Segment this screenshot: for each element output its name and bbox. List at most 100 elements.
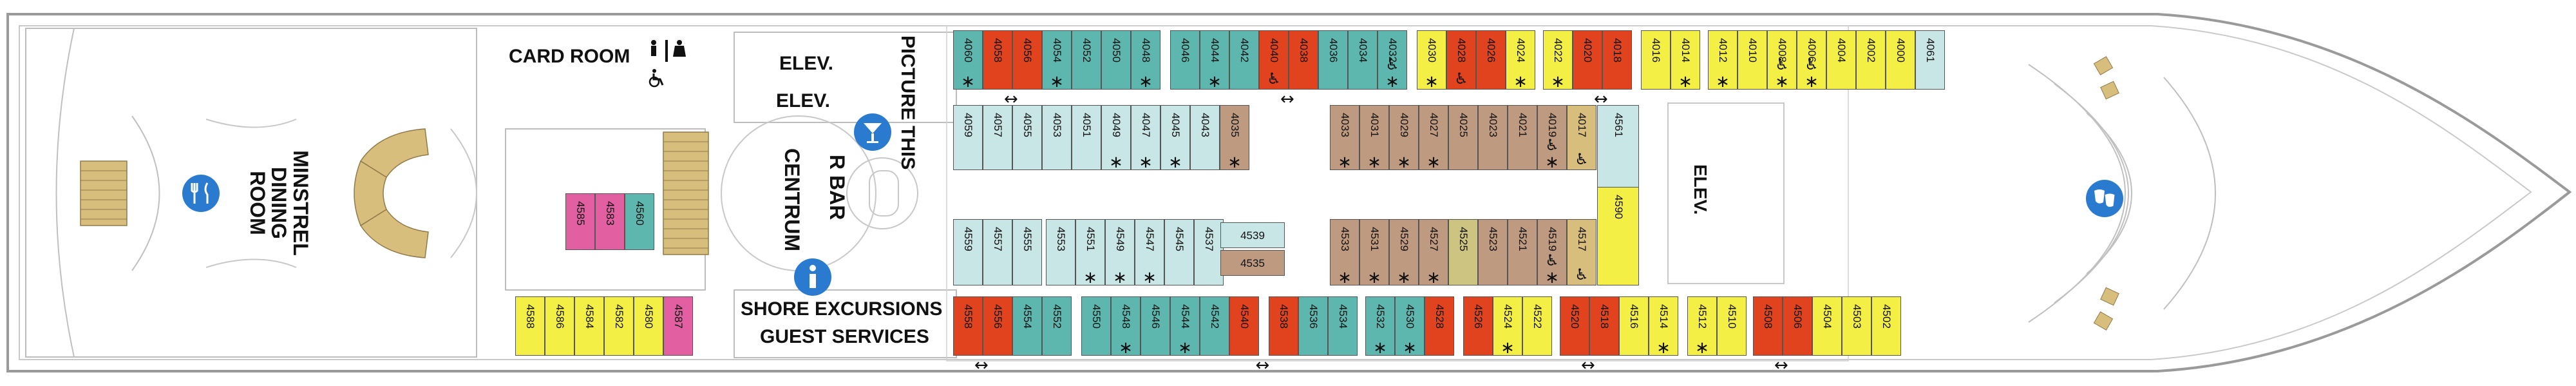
- cabin-4024[interactable]: 4024∗: [1506, 30, 1535, 90]
- cabin-4043[interactable]: 4043: [1190, 105, 1220, 170]
- cabin-4582[interactable]: 4582: [604, 296, 634, 356]
- cabin-4012[interactable]: 4012∗: [1708, 30, 1738, 90]
- cabin-4552[interactable]: 4552: [1042, 296, 1072, 356]
- cabin-4539[interactable]: 4539: [1220, 222, 1285, 248]
- cabin-4023[interactable]: 4023: [1478, 105, 1508, 170]
- cabin-4584[interactable]: 4584: [574, 296, 604, 356]
- cabin-4529[interactable]: 4529∗: [1389, 219, 1419, 286]
- cabin-4588[interactable]: 4588: [515, 296, 545, 356]
- cabin-4508[interactable]: 4508: [1753, 296, 1783, 356]
- cabin-4547[interactable]: 4547∗: [1135, 219, 1164, 286]
- cabin-4022[interactable]: 4022∗: [1543, 30, 1573, 90]
- cabin-4030[interactable]: 4030∗: [1417, 30, 1446, 90]
- cabin-4054[interactable]: 4054∗: [1042, 30, 1072, 90]
- cabin-4038[interactable]: 4038: [1289, 30, 1318, 90]
- cabin-4586[interactable]: 4586: [545, 296, 574, 356]
- cabin-4048[interactable]: 4048∗: [1131, 30, 1160, 90]
- cabin-4538[interactable]: 4538: [1269, 296, 1298, 356]
- cabin-4002[interactable]: 4002: [1856, 30, 1886, 90]
- cabin-4016[interactable]: 4016: [1641, 30, 1671, 90]
- cabin-4585[interactable]: 4585: [565, 193, 595, 250]
- cabin-4526[interactable]: 4526: [1463, 296, 1493, 356]
- cabin-4514[interactable]: 4514∗: [1649, 296, 1678, 356]
- cabin-4530[interactable]: 4530∗: [1395, 296, 1425, 356]
- cabin-4061[interactable]: 4061: [1915, 30, 1945, 90]
- cabin-4520[interactable]: 4520: [1560, 296, 1589, 356]
- cabin-4027[interactable]: 4027∗: [1419, 105, 1448, 171]
- cabin-4549[interactable]: 4549∗: [1105, 219, 1135, 286]
- cabin-4000[interactable]: 4000: [1886, 30, 1915, 90]
- cabin-4025[interactable]: 4025: [1448, 105, 1478, 170]
- cabin-4557[interactable]: 4557: [983, 219, 1012, 285]
- cabin-4502[interactable]: 4502: [1871, 296, 1901, 356]
- cabin-4512[interactable]: 4512∗: [1687, 296, 1717, 356]
- cabin-4051[interactable]: 4051: [1072, 105, 1101, 170]
- cabin-4056[interactable]: 4056: [1012, 30, 1042, 90]
- cabin-4558[interactable]: 4558: [953, 296, 983, 356]
- cabin-4018[interactable]: 4018: [1602, 30, 1632, 90]
- cabin-4551[interactable]: 4551∗: [1075, 219, 1105, 286]
- cabin-4531[interactable]: 4531∗: [1359, 219, 1389, 286]
- cabin-4521[interactable]: 4521: [1508, 219, 1537, 285]
- cabin-4055[interactable]: 4055: [1012, 105, 1042, 170]
- cabin-4504[interactable]: 4504: [1812, 296, 1842, 356]
- cabin-4034[interactable]: 4034: [1348, 30, 1378, 90]
- cabin-4004[interactable]: 4004: [1826, 30, 1856, 90]
- cabin-4580[interactable]: 4580: [634, 296, 663, 356]
- cabin-4019[interactable]: 4019∗♿: [1537, 105, 1567, 171]
- cabin-4590[interactable]: 4590: [1597, 187, 1639, 285]
- cabin-4047[interactable]: 4047∗: [1131, 105, 1160, 171]
- cabin-4542[interactable]: 4542: [1200, 296, 1229, 356]
- cabin-4014[interactable]: 4014∗: [1671, 30, 1700, 90]
- cabin-4516[interactable]: 4516: [1619, 296, 1649, 356]
- cabin-4533[interactable]: 4533∗: [1330, 219, 1359, 286]
- cabin-4535[interactable]: 4535: [1220, 250, 1285, 276]
- cabin-4556[interactable]: 4556: [983, 296, 1012, 356]
- cabin-4046[interactable]: 4046: [1170, 30, 1200, 90]
- cabin-4020[interactable]: 4020: [1573, 30, 1602, 90]
- cabin-4017[interactable]: 4017♿: [1567, 105, 1596, 170]
- cabin-4527[interactable]: 4527∗: [1419, 219, 1448, 286]
- cabin-4518[interactable]: 4518: [1589, 296, 1619, 356]
- cabin-4052[interactable]: 4052: [1072, 30, 1101, 90]
- cabin-4028[interactable]: 4028♿: [1446, 30, 1476, 90]
- cabin-4050[interactable]: 4050: [1101, 30, 1131, 90]
- cabin-4523[interactable]: 4523: [1478, 219, 1508, 285]
- cabin-4059[interactable]: 4059: [953, 105, 983, 170]
- cabin-4544[interactable]: 4544∗: [1170, 296, 1200, 356]
- cabin-4045[interactable]: 4045∗: [1160, 105, 1190, 171]
- cabin-4044[interactable]: 4044∗: [1200, 30, 1229, 90]
- cabin-4587[interactable]: 4587: [663, 296, 693, 356]
- cabin-4540[interactable]: 4540: [1229, 296, 1259, 356]
- cabin-4032[interactable]: 4032∗♿: [1378, 30, 1407, 90]
- cabin-4537[interactable]: 4537: [1194, 219, 1224, 285]
- cabin-4522[interactable]: 4522: [1522, 296, 1552, 356]
- cabin-4554[interactable]: 4554: [1012, 296, 1042, 356]
- cabin-4031[interactable]: 4031∗: [1359, 105, 1389, 171]
- cabin-4510[interactable]: 4510: [1717, 296, 1747, 356]
- cabin-4559[interactable]: 4559: [953, 219, 983, 285]
- cabin-4010[interactable]: 4010: [1738, 30, 1767, 90]
- cabin-4033[interactable]: 4033∗: [1330, 105, 1359, 171]
- cabin-4006[interactable]: 4006∗♿: [1797, 30, 1826, 90]
- cabin-4553[interactable]: 4553: [1046, 219, 1075, 285]
- cabin-4555[interactable]: 4555: [1012, 219, 1042, 285]
- cabin-4506[interactable]: 4506: [1783, 296, 1812, 356]
- cabin-4548[interactable]: 4548∗: [1111, 296, 1141, 356]
- cabin-4040[interactable]: 4040♿: [1259, 30, 1289, 90]
- cabin-4528[interactable]: 4528: [1425, 296, 1454, 356]
- cabin-4060[interactable]: 4060∗: [953, 30, 983, 90]
- cabin-4560[interactable]: 4560: [625, 193, 654, 250]
- cabin-4517[interactable]: 4517♿: [1567, 219, 1596, 285]
- cabin-4021[interactable]: 4021: [1508, 105, 1537, 170]
- cabin-4519[interactable]: 4519∗♿: [1537, 219, 1567, 286]
- cabin-4525[interactable]: 4525: [1448, 219, 1478, 285]
- cabin-4058[interactable]: 4058: [983, 30, 1012, 90]
- cabin-4035[interactable]: 4035∗: [1220, 105, 1249, 171]
- cabin-4042[interactable]: 4042: [1229, 30, 1259, 90]
- cabin-4546[interactable]: 4546: [1141, 296, 1170, 356]
- cabin-4029[interactable]: 4029∗: [1389, 105, 1419, 171]
- cabin-4524[interactable]: 4524∗: [1493, 296, 1522, 356]
- cabin-4534[interactable]: 4534: [1328, 296, 1358, 356]
- cabin-4008[interactable]: 4008∗♿: [1767, 30, 1797, 90]
